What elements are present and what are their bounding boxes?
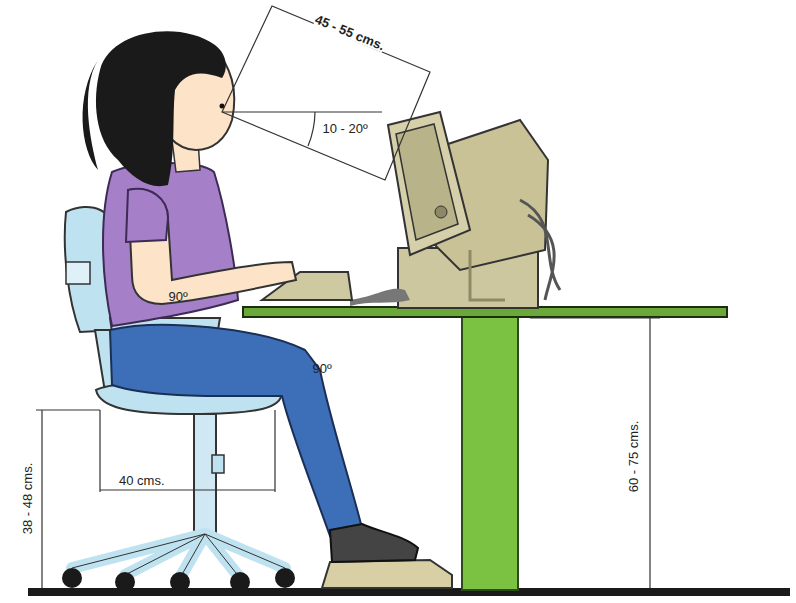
cables (520, 200, 560, 300)
monitor-glass (396, 124, 458, 240)
viewing-distance-outline (222, 6, 430, 180)
dimension-label: 40 cms. (119, 474, 165, 487)
chair-base-outline (72, 534, 285, 578)
jeans (110, 325, 362, 536)
dimension-label: 10 - 20º (323, 122, 368, 135)
floor-line (28, 588, 790, 596)
chair-base (72, 534, 285, 578)
monitor-knob (435, 206, 447, 218)
dimension-label: 90º (313, 362, 332, 375)
ponytail (83, 60, 98, 170)
seat-depth-dimension (100, 410, 275, 492)
desk-leg (462, 316, 518, 590)
sleeve (126, 189, 168, 242)
wheel (275, 568, 295, 588)
wheel (230, 572, 250, 592)
monitor-screen (388, 112, 470, 255)
wheel (62, 568, 82, 588)
wheel (170, 572, 190, 592)
footrest (322, 560, 452, 588)
angle-arc (308, 112, 315, 146)
desk-height-dimension (530, 318, 660, 588)
wheel (115, 572, 135, 592)
dimension-label: 45 - 55 cms. (313, 12, 386, 52)
chair-lever (212, 455, 224, 473)
dimension-label: 60 - 75 cms. (627, 420, 640, 492)
chair-column (194, 414, 216, 534)
monitor-stand (470, 250, 505, 300)
seat-height-dimension (36, 410, 100, 588)
chair-lumbar (66, 262, 90, 284)
dimension-label: 90º (169, 290, 188, 303)
hair (96, 31, 226, 186)
keyboard-cable (350, 289, 410, 306)
dimension-lines (36, 318, 660, 588)
dimension-label: 38 - 48 cms. (21, 462, 34, 534)
chair-wheels (62, 568, 295, 592)
horizontal-sight-line (222, 111, 382, 112)
shoe (330, 524, 418, 562)
